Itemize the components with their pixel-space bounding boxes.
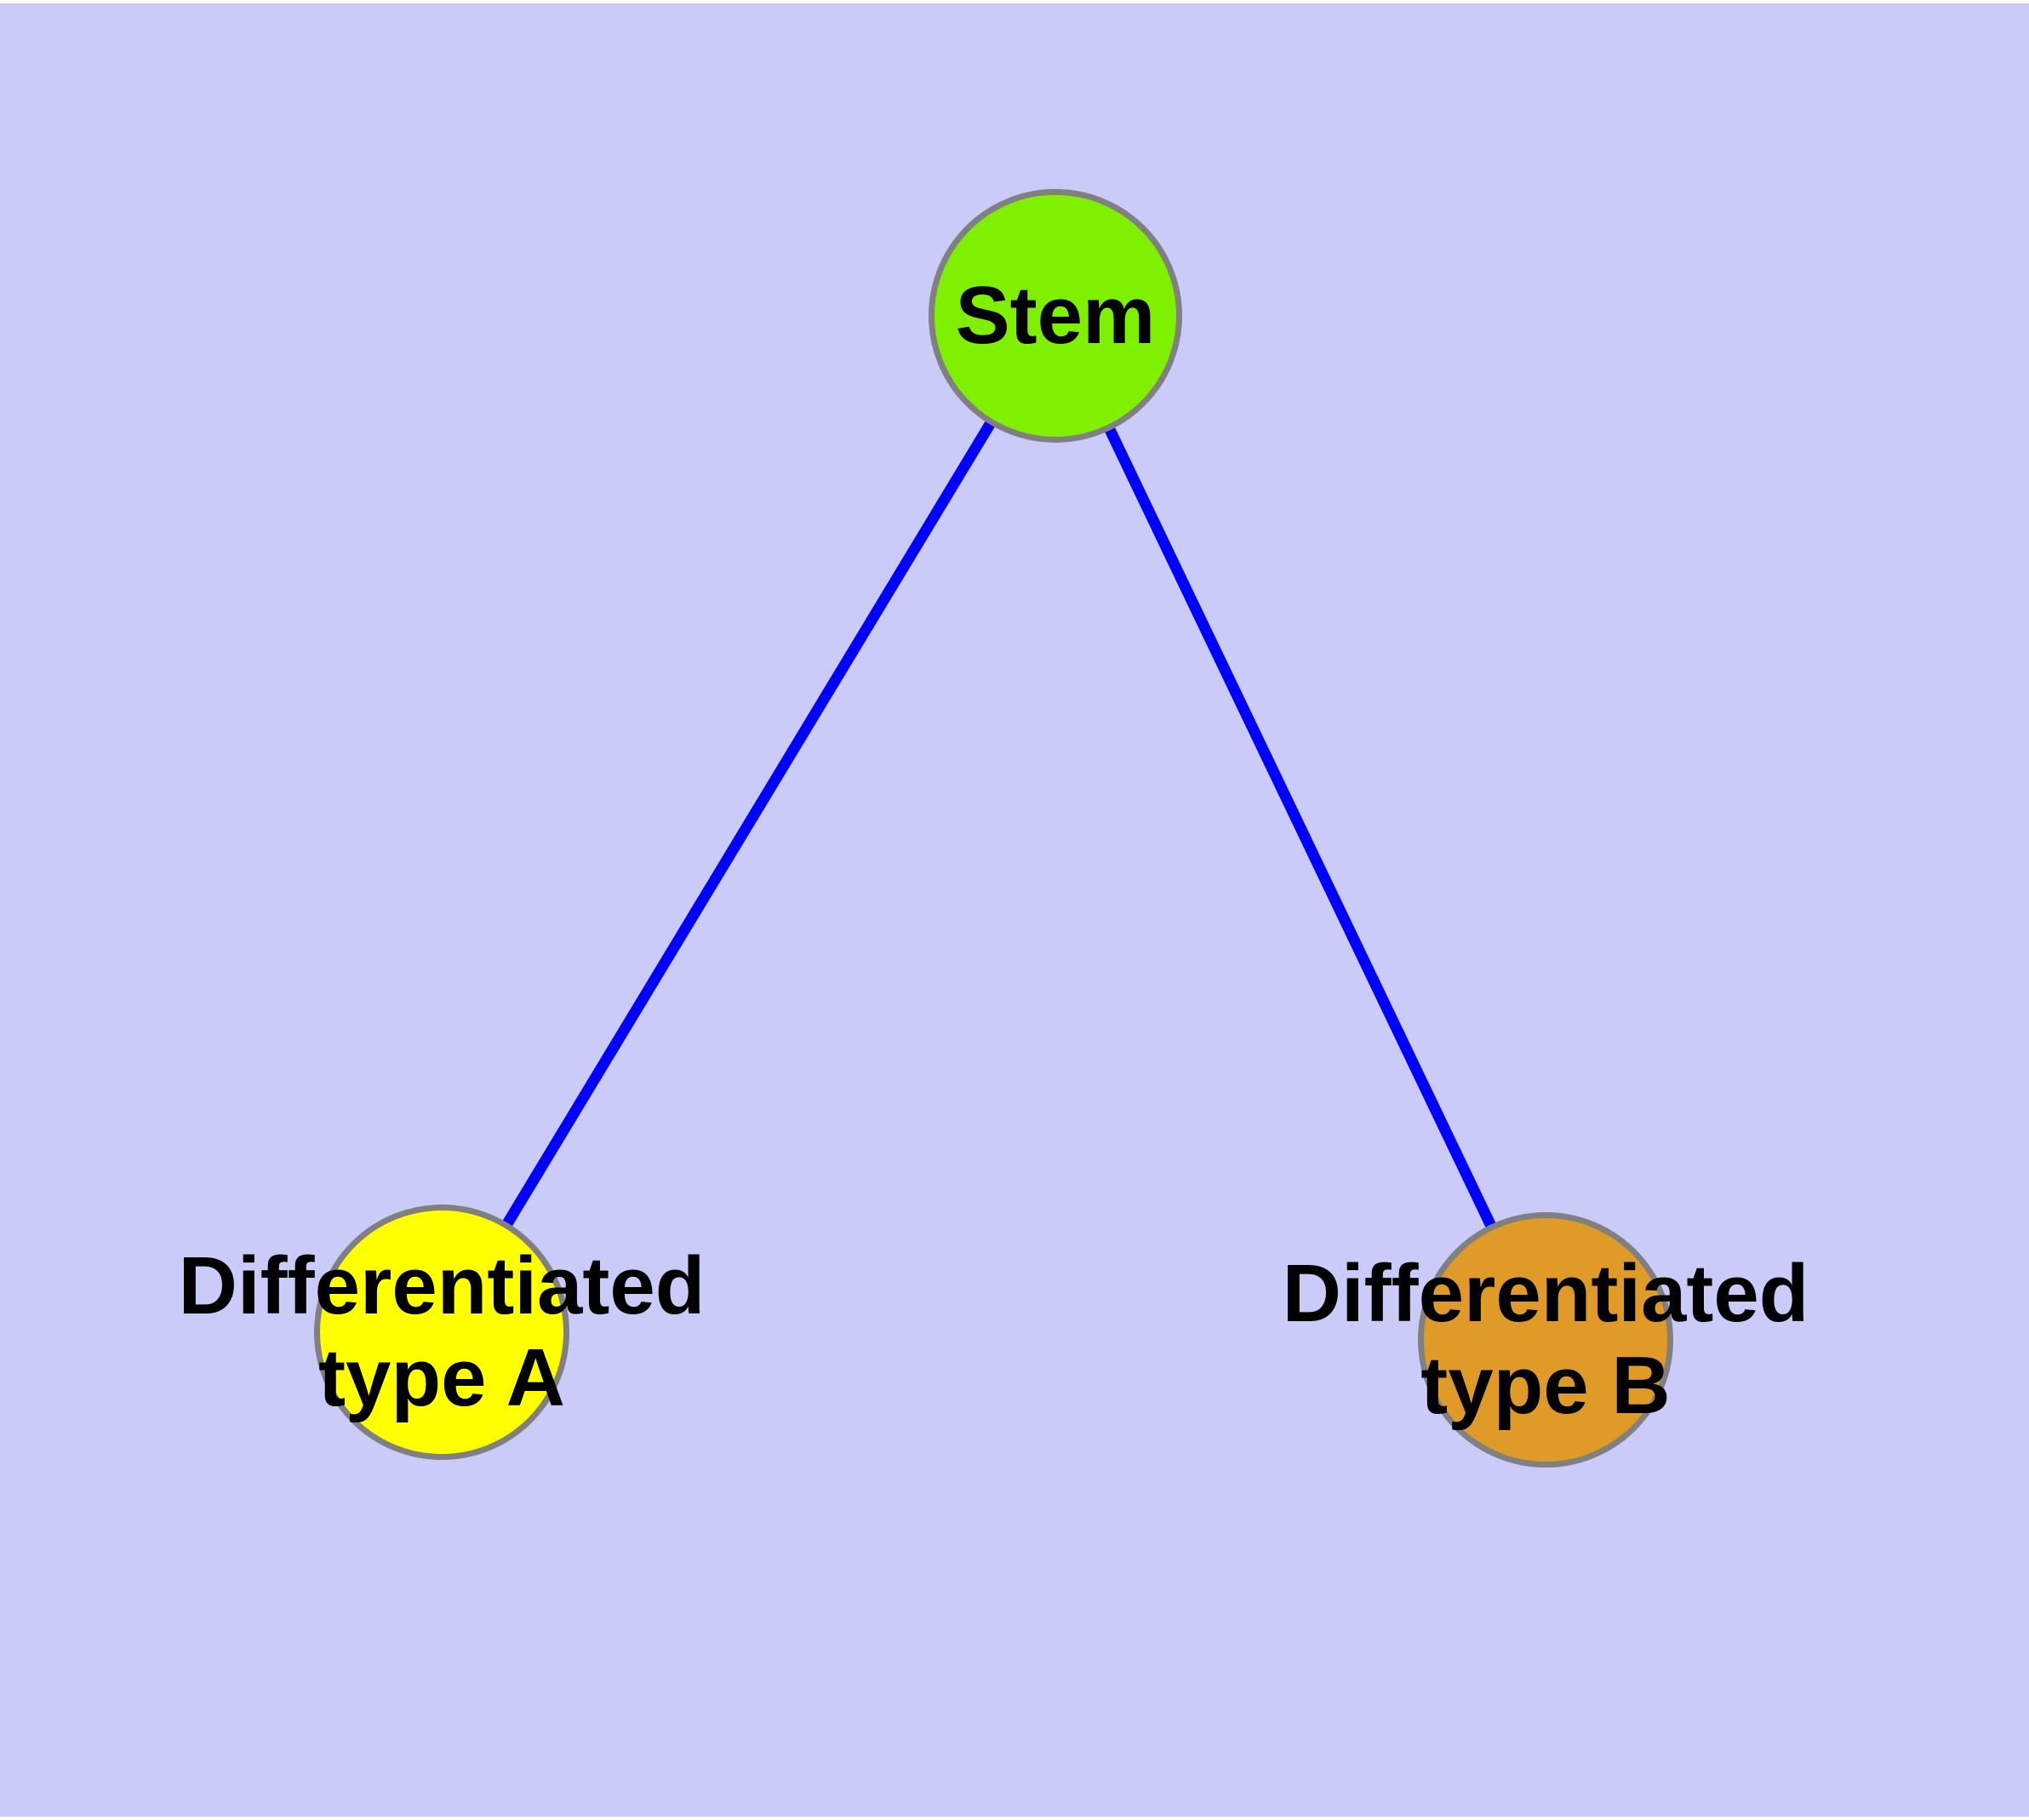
node-stem[interactable] <box>929 189 1182 443</box>
edge-stem-to-differentiated-type-a <box>437 312 1060 1336</box>
node-layer: Stem Differentiated type A Differentiate… <box>0 3 2029 1817</box>
node-differentiated-type-a[interactable] <box>314 1205 569 1460</box>
node-differentiated-type-b[interactable] <box>1418 1212 1673 1468</box>
diagram-plot-area: Stem Differentiated type A Differentiate… <box>0 3 2029 1817</box>
edge-stem-to-differentiated-type-b <box>1050 313 1551 1342</box>
edge-layer <box>437 312 1551 1342</box>
